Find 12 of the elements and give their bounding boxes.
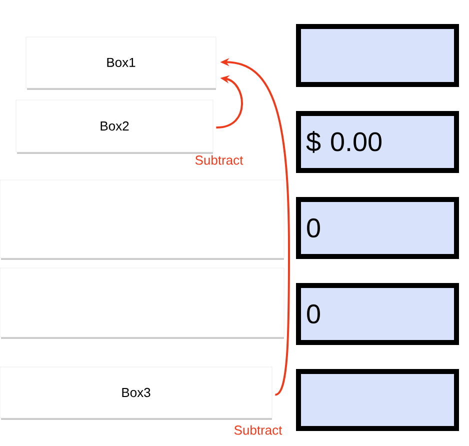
input-field bbox=[296, 368, 459, 431]
edge-label: Subtract bbox=[232, 424, 284, 436]
button: Box2 bbox=[16, 100, 214, 154]
button: Box1 bbox=[26, 36, 216, 90]
edge-label: Subtract bbox=[194, 154, 244, 166]
input-field: 0 bbox=[296, 282, 459, 345]
input-field: $ 0.00 bbox=[296, 110, 459, 173]
input-field bbox=[296, 24, 459, 87]
input-field: 0 bbox=[296, 196, 459, 259]
card bbox=[0, 268, 284, 339]
card bbox=[0, 180, 284, 260]
button: Box3 bbox=[0, 366, 272, 420]
